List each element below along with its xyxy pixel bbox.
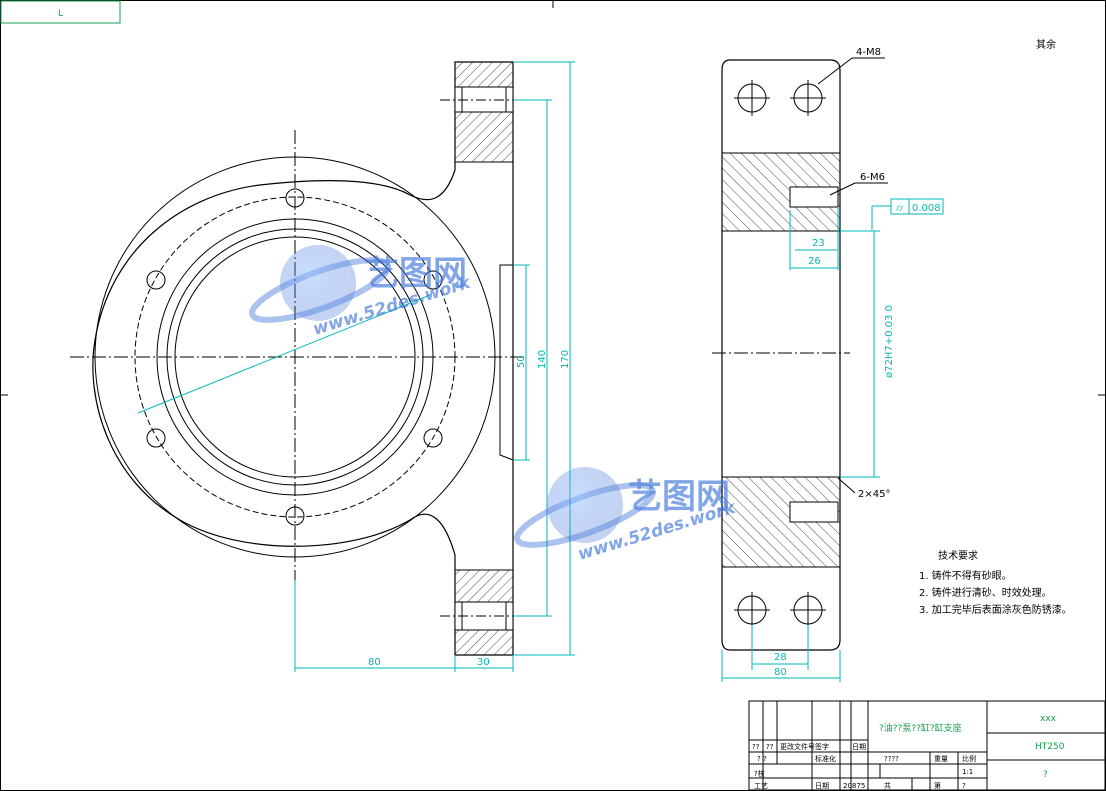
watermark-brand-2: 艺图网 [628,477,730,517]
roughness-note: 其余 [1036,38,1056,51]
tb-sheet-q: ? [962,782,966,790]
front-dimensions: 80 30 50 140 170 [294,61,575,672]
top-lug-section-2 [454,111,514,163]
bottom-lug-section [454,569,514,603]
tb-marks: ?? [752,743,760,751]
front-leader [137,294,431,414]
title-block: ?油??泵??缸?缸支座 xxx HT250 ? ?? ?? 更改文件号 签字 … [748,700,1106,791]
dim-width-80: 80 [368,657,381,668]
tb-company: xxx [1040,714,1057,724]
dim-bore: ø72H7+0.03 0 [884,305,895,378]
dim-depth-26: 26 [808,256,821,267]
tb-date: 日期 [852,743,866,751]
tb-quantity: ? [1043,770,1048,780]
tb-sheet-total: 共 [884,781,891,790]
tb-scale-value: 1:1 [962,768,973,776]
front-step [499,264,514,461]
tb-scale: 比例 [962,754,976,763]
corner-tag: L [0,0,121,24]
tb-sheet: 第 [934,781,941,790]
front-view [70,61,525,656]
callout-6-m6: 6-M6 [860,172,885,183]
tb-standardize: 标准化 [815,754,836,763]
dim-bottom-28: 28 [774,652,787,663]
dim-height-50: 50 [516,355,527,368]
top-lug-section [454,61,514,88]
tb-count: ?? [766,743,774,751]
dim-width-30: 30 [477,657,490,668]
side-top-thread [789,186,839,208]
tb-stage: ???? [884,755,899,763]
side-outline [721,59,841,651]
side-callouts: 4-M8 6-M6 ⌭ 0.008 23 26 ø72H7+0.03 0 2×4… [721,47,944,682]
tb-material: HT250 [1035,742,1065,752]
tb-checker: ?核 [754,769,765,778]
watermark-globe-icon [280,245,356,321]
tech-req-item-3: 3. 加工完毕后表面涂灰色防锈漆。 [919,603,1072,616]
tb-year: 20875 [843,782,865,790]
bolt-holes [146,188,443,526]
side-view [712,59,850,651]
tb-weight: 重量 [934,755,948,763]
callout-chamfer: 2×45° [858,489,890,500]
svg-text:⌭: ⌭ [896,203,904,214]
tb-designer: ? ? [757,755,767,763]
corner-tag-label: L [58,9,63,19]
tech-req-item-2: 2. 铸件进行清砂、时效处理。 [919,586,1052,599]
tb-signature: 签字 [815,742,829,751]
callout-tolerance: 0.008 [912,203,941,214]
side-m8-holes [734,80,826,628]
tb-review: 日期 [815,782,829,790]
dim-height-140: 140 [537,350,548,369]
watermark-2: 艺图网 www.52des.work [514,467,739,565]
tech-req-heading: 技术要求 [938,549,978,562]
front-outline [92,61,514,656]
tb-revision-doc: 更改文件号 [780,742,815,751]
dim-bottom-80: 80 [774,667,787,678]
tb-part-name: ?油??泵??缸?缸支座 [879,722,962,734]
tb-process: 工艺 [754,782,768,790]
tech-requirements: 技术要求 1. 铸件不得有砂眼。 2. 铸件进行清砂、时效处理。 3. 加工完毕… [919,549,1072,616]
side-bottom-thread [789,501,839,523]
bottom-lug-section-2 [454,629,514,656]
dim-height-170: 170 [560,350,571,369]
watermark-1: 艺图网 www.52des.work [249,245,474,340]
watermark-brand-1: 艺图网 [365,254,467,294]
tech-req-item-1: 1. 铸件不得有砂眼。 [919,569,1012,582]
callout-4-m8: 4-M8 [856,47,881,58]
watermark-globe-icon-2 [547,467,623,543]
dim-depth-23: 23 [812,238,825,249]
